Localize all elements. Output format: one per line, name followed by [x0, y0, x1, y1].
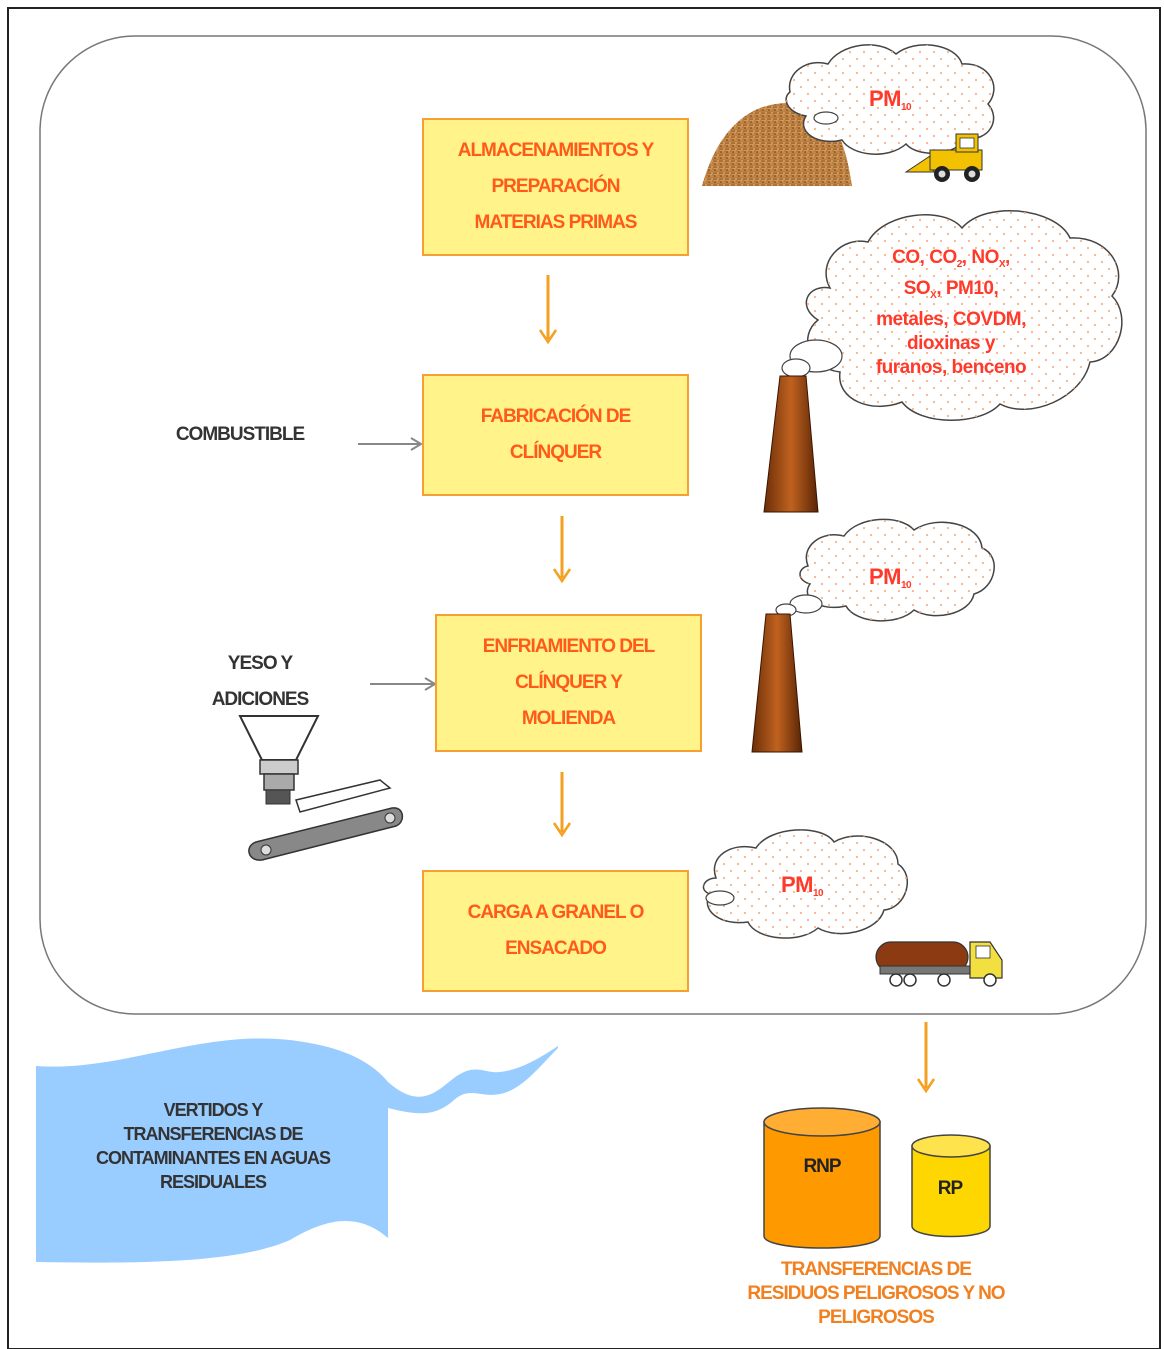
kiln-comma: ,	[1005, 247, 1010, 268]
cloud-pm10-middle	[775, 518, 995, 622]
pm10-bottom-sub: 10	[812, 888, 824, 899]
step-cooling-line1: ENFRIAMIENTO DEL	[482, 636, 656, 657]
additives-label: YESO Y ADICIONES	[170, 646, 350, 718]
cloud-pm10-bottom	[702, 829, 909, 939]
rp-label: RP	[937, 1178, 963, 1199]
pm10-top-label: PM10	[850, 86, 930, 113]
kiln-co-text: CO, CO	[892, 247, 957, 268]
step-cooling-line2: CLÍNQUER Y	[515, 672, 623, 693]
kiln-pm10-text: , PM10,	[936, 278, 999, 299]
page-frame	[7, 7, 1161, 1349]
plant-boundary	[39, 35, 1147, 1015]
pm10-bottom-main: PM	[780, 872, 814, 897]
kiln-sox-text: SO	[903, 278, 931, 299]
loader-truck-icon	[904, 133, 983, 182]
pm10-top-sub: 10	[900, 102, 912, 113]
rp-container-icon	[911, 1134, 991, 1238]
water-discharge-label: VERTIDOS Y TRANSFERENCIAS DE CONTAMINANT…	[40, 1098, 386, 1194]
step-clinker-line2: CLÍNQUER	[509, 442, 602, 463]
waste-line2: RESIDUOS PELIGROSOS Y NO	[747, 1283, 1005, 1304]
step-loading-bagging: CARGA A GRANEL O ENSACADO	[422, 870, 689, 992]
pm10-top-main: PM	[868, 86, 902, 111]
step-raw-materials-line2: PREPARACIÓN	[491, 176, 621, 197]
step-raw-materials: ALMACENAMIENTOS Y PREPARACIÓN MATERIAS P…	[422, 118, 689, 256]
step-cooling-grinding: ENFRIAMIENTO DEL CLÍNQUER Y MOLIENDA	[435, 614, 702, 752]
kiln-emissions-label: CO, CO2, NOX, SOX, PM10, metales, COVDM,…	[846, 246, 1056, 380]
tanker-truck-icon	[875, 941, 1003, 987]
kiln-co2-sub: 2	[956, 259, 963, 270]
cloud-kiln-emissions	[781, 209, 1123, 421]
kiln-sox-sub: X	[930, 290, 937, 301]
chimney-icon	[763, 375, 819, 513]
kiln-emissions-line5: furanos, benceno	[875, 357, 1027, 378]
additives-line1: YESO Y	[227, 653, 293, 674]
water-line3: CONTAMINANTES EN AGUAS	[96, 1148, 331, 1168]
waste-line3: PELIGROSOS	[818, 1307, 935, 1328]
waste-line1: TRANSFERENCIAS DE	[781, 1259, 972, 1280]
rnp-label: RNP	[803, 1156, 841, 1177]
chimney-icon-2	[751, 613, 803, 753]
pm10-middle-sub: 10	[900, 580, 912, 591]
water-line4: RESIDUALES	[159, 1172, 267, 1192]
fuel-label: COMBUSTIBLE	[175, 424, 305, 445]
kiln-emissions-line2: SOX, PM10,	[846, 277, 1056, 308]
step-cooling-line3: MOLIENDA	[521, 708, 616, 729]
step-clinker-line1: FABRICACIÓN DE	[480, 406, 632, 427]
step-loading-line1: CARGA A GRANEL O	[467, 902, 645, 923]
cloud-pm10-top	[785, 44, 995, 155]
water-flag-icon	[36, 1038, 558, 1263]
step-clinker-production: FABRICACIÓN DE CLÍNQUER	[422, 374, 689, 496]
step-loading-line2: ENSACADO	[505, 938, 607, 959]
waste-transfer-label: TRANSFERENCIAS DE RESIDUOS PELIGROSOS Y …	[706, 1258, 1046, 1330]
kiln-nox-text: , NO	[961, 247, 1000, 268]
kiln-emissions-line3: metales, COVDM,	[876, 309, 1026, 330]
pm10-bottom-label: PM10	[762, 872, 842, 899]
step-raw-materials-line3: MATERIAS PRIMAS	[474, 212, 638, 233]
hopper-conveyor-icon	[238, 715, 404, 861]
water-line1: VERTIDOS Y	[163, 1100, 264, 1120]
pm10-middle-main: PM	[868, 564, 902, 589]
flow-arrows	[538, 275, 936, 1094]
water-line2: TRANSFERENCIAS DE	[123, 1124, 303, 1144]
step-raw-materials-line1: ALMACENAMIENTOS Y	[457, 140, 655, 161]
kiln-emissions-line1: CO, CO2, NOX,	[846, 246, 1056, 277]
rnp-container-icon	[763, 1107, 881, 1249]
kiln-emissions-line4: dioxinas y	[907, 333, 995, 354]
additives-line2: ADICIONES	[211, 689, 310, 710]
kiln-nox-sub: X	[998, 259, 1006, 270]
pm10-middle-label: PM10	[850, 564, 930, 591]
